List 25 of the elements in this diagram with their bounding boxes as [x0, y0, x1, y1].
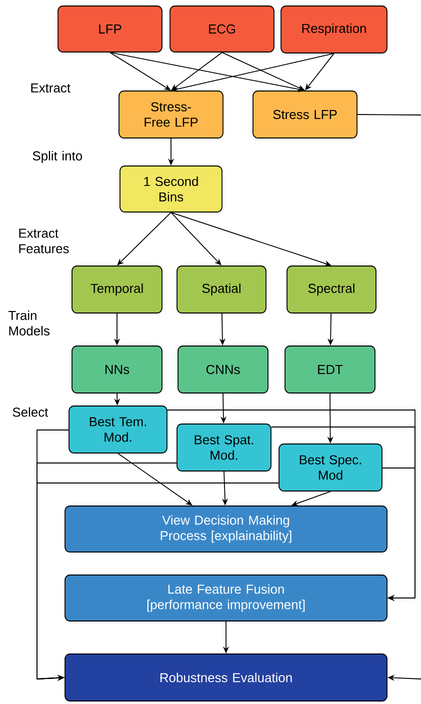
step-label: Train Models: [8, 310, 50, 336]
process-box: Stress LFP: [252, 90, 358, 138]
process-box: Best Spec. Mod: [278, 444, 382, 492]
process-box: Stress-Free LFP: [118, 90, 224, 138]
process-box: EDT: [284, 346, 376, 394]
process-box: Robustness Evaluation: [64, 654, 388, 702]
process-box: Spectral: [286, 266, 376, 314]
process-box: Respiration: [280, 6, 388, 54]
arrow: [382, 468, 416, 602]
process-box: CNNs: [178, 346, 268, 394]
process-box: 1 Second Bins: [120, 166, 222, 212]
process-box: View Decision Making Process [explainability]: [64, 506, 388, 552]
step-label: Split into: [32, 150, 82, 164]
step-label: Extract: [31, 84, 70, 93]
process-box: Spatial: [176, 266, 266, 314]
process-box: Temporal: [72, 266, 162, 314]
step-label: Extract Features: [19, 228, 69, 254]
process-box: LFP: [58, 6, 162, 52]
process-box: Best Spat. Mod.: [176, 424, 272, 472]
connector-line: [357, 114, 421, 116]
process-box: Late Feature Fusion [performance improvement]: [64, 574, 388, 622]
process-box: Best Tem. Mod.: [68, 406, 168, 454]
process-box: ECG: [170, 6, 274, 52]
step-label: Select: [12, 407, 48, 417]
process-box: NNs: [72, 346, 162, 394]
